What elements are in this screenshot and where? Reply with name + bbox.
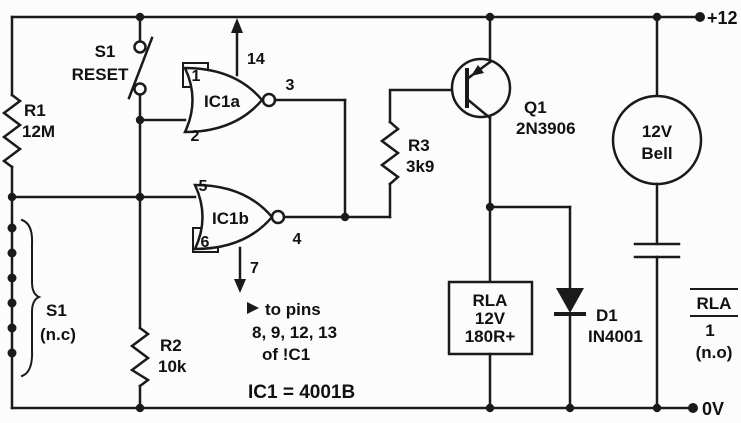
junction-dot: [565, 403, 575, 413]
d1-ref-label: D1: [596, 306, 618, 325]
reset-switch-top-contact: [133, 40, 147, 54]
r2-resistor-zigzag: [129, 326, 151, 388]
ic1a-output-bubble: [261, 92, 277, 108]
plus12-terminal-dot: [695, 12, 705, 22]
reset-switch-arm: [127, 36, 154, 100]
junction-dot: [652, 403, 662, 413]
ic1a-gate-body: [183, 66, 264, 134]
ic1b-pin6-label: 6: [201, 234, 210, 251]
r3-ref-label: R3: [408, 136, 430, 155]
r2-value-label: 10k: [158, 357, 187, 376]
r2-ref-label: R2: [160, 336, 182, 355]
gate-ic1a: IC1a 1 2 3 14: [135, 18, 347, 145]
nc-contact-dot: [7, 223, 17, 233]
ic1a-pin1-label: 1: [192, 68, 201, 85]
ic1b-pin5-label: 5: [199, 178, 208, 195]
r1-resistor-zigzag: [1, 93, 23, 169]
pin7-down-arrow-icon: [234, 279, 246, 293]
ic1b-pin4-label: 4: [293, 231, 302, 248]
nc-contact-dot: [7, 323, 17, 333]
r1-value-label: 12M: [22, 122, 55, 141]
reset-switch: S1 RESET: [72, 12, 154, 199]
nc-switch-loop: S1 (n.c): [7, 218, 76, 378]
note-pin-list: 8, 9, 12, 13: [252, 323, 337, 342]
r3-resistor-zigzag: [379, 120, 401, 186]
bell: 12V Bell: [611, 12, 703, 246]
relay-contact-number-label: 1: [705, 321, 714, 340]
reset-switch-ref-label: S1: [95, 42, 116, 61]
relay-coil-resistance-label: 180R+: [465, 327, 516, 346]
ic1b-pin7-label: 7: [250, 260, 259, 277]
relay-contact-type-label: (n.o): [696, 343, 733, 362]
gate-ic1b: IC1b 5 6 4 7: [7, 98, 392, 293]
r3-resistor: R3 3k9: [379, 88, 468, 219]
d1-diode-triangle: [556, 288, 584, 313]
r3-value-label: 3k9: [406, 157, 434, 176]
nc-contact-dot: [7, 348, 17, 358]
notes-block: to pins 8, 9, 12, 13 of !C1 IC1 = 4001B: [247, 300, 355, 403]
ic1a-pin14-label: 14: [247, 51, 265, 68]
relay-contact-name-label: RLA: [697, 294, 732, 313]
relay-coil-box: [447, 280, 534, 356]
ic1b-name-label: IC1b: [212, 209, 249, 228]
junction-dot: [135, 403, 145, 413]
relay-coil: RLA 12V 180R+: [447, 280, 534, 413]
junction-dot: [485, 12, 495, 22]
junction-dot: [340, 212, 350, 222]
relay-coil-voltage-label: 12V: [475, 309, 506, 328]
nc-contact-dot: [7, 298, 17, 308]
relay-contact: RLA 1 (n.o): [633, 242, 738, 413]
d1-diode: D1 IN4001: [485, 202, 643, 413]
q1-part-label: 2N3906: [516, 119, 576, 138]
d1-part-label: IN4001: [588, 327, 643, 346]
zerov-label: 0V: [702, 399, 724, 419]
bell-name-label: Bell: [641, 144, 672, 163]
ic1a-pin3-label: 3: [286, 77, 295, 94]
junction-dot: [135, 115, 145, 125]
junction-dot: [485, 403, 495, 413]
q1-pnp-arrow-icon: [471, 65, 484, 76]
ic1b-output-bubble: [270, 209, 286, 225]
q1-ref-label: Q1: [524, 98, 547, 117]
junction-dot: [135, 12, 145, 22]
note-of-ic: of !C1: [262, 345, 310, 364]
ic1b-gate-body: [193, 183, 274, 251]
r1-ref-label: R1: [24, 101, 46, 120]
q1-collector-wire: [465, 97, 492, 284]
nc-contact-dot: [7, 248, 17, 258]
q1-transistor: Q1 2N3906: [450, 12, 576, 284]
junction-dot: [652, 12, 662, 22]
junction-dot: [485, 202, 495, 212]
plus12-label: +12: [707, 8, 738, 28]
nc-switch-type-label: (n.c): [40, 325, 76, 344]
nc-switch-ref-label: S1: [46, 301, 67, 320]
ic1a-pin2-label: 2: [191, 128, 200, 145]
zerov-terminal-dot: [688, 403, 698, 413]
power-rails: +12 0V: [10, 8, 738, 419]
left-branch: R1 12M S1 (n.c): [1, 15, 76, 410]
pin14-up-arrow-icon: [231, 18, 243, 33]
bell-voltage-label: 12V: [642, 122, 673, 141]
note-right-arrow-icon: [247, 302, 259, 314]
reset-switch-label: RESET: [72, 65, 129, 84]
r2-resistor: R2 10k: [129, 195, 187, 413]
note-ic-type: IC1 = 4001B: [248, 382, 355, 403]
reset-switch-bottom-contact: [133, 82, 147, 96]
note-to-pins: to pins: [265, 300, 321, 319]
nc-contact-dot: [7, 273, 17, 283]
nc-loop-brace: [20, 218, 42, 378]
ic1a-name-label: IC1a: [204, 92, 240, 111]
junction-dot: [7, 192, 17, 202]
relay-coil-name-label: RLA: [473, 291, 508, 310]
r3-to-base-wire: [388, 88, 468, 124]
